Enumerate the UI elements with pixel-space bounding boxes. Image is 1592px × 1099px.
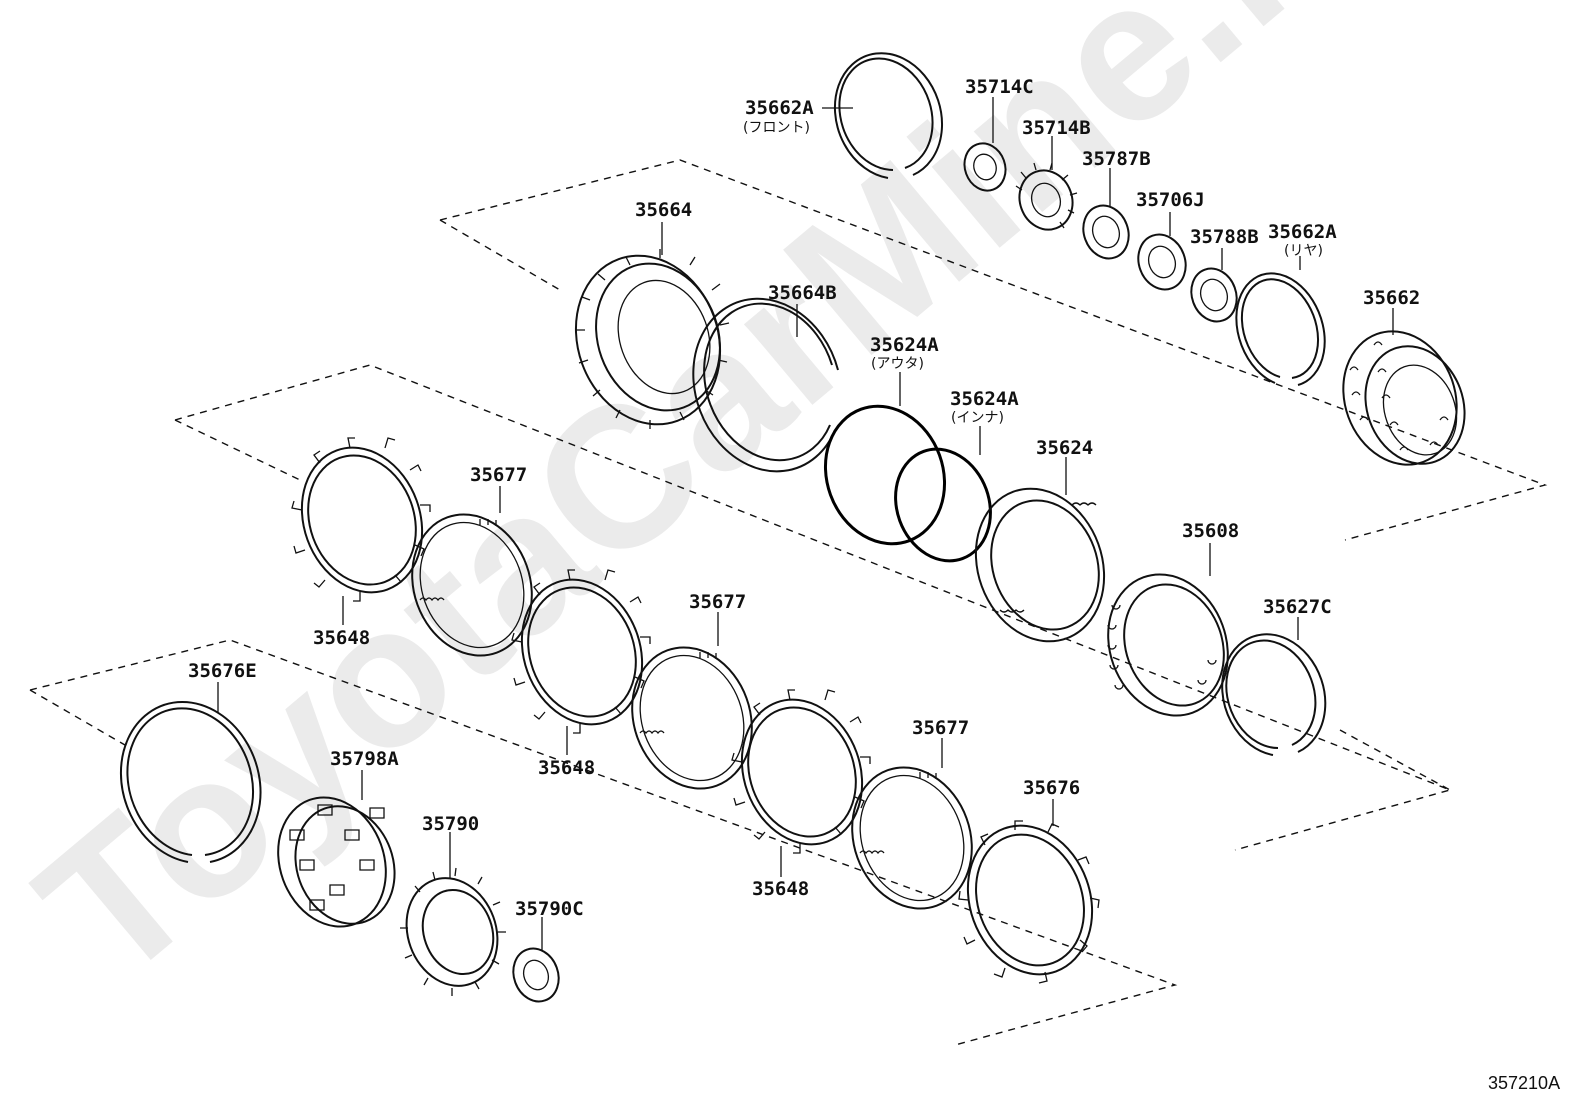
label-35624A-inner: 35624A (950, 388, 1019, 410)
part-35648-plate-c (731, 689, 871, 877)
label-35662A-front: 35662A (745, 97, 814, 119)
part-35787B-washer (1082, 168, 1130, 260)
part-35676E-snap-ring (119, 682, 262, 863)
label-35648-c: 35648 (752, 878, 809, 900)
label-35798A: 35798A (330, 748, 399, 770)
label-35627C: 35627C (1263, 596, 1332, 618)
label-35624A-outer: 35624A (870, 334, 939, 356)
label-35788B: 35788B (1190, 226, 1259, 248)
part-35790C-washer (512, 917, 560, 1003)
label-35677-b: 35677 (689, 591, 746, 613)
label-35787B: 35787B (1082, 148, 1151, 170)
part-35662-clutch-drum (1342, 308, 1466, 466)
part-35662A-rear-snap-ring (1235, 256, 1326, 386)
part-35714B-hub (1015, 136, 1078, 231)
label-35608: 35608 (1182, 520, 1239, 542)
part-35676-flange-plate (958, 799, 1100, 984)
group-boundary-top (439, 159, 1548, 541)
label-35624: 35624 (1036, 437, 1093, 459)
group-boundary-bottom (29, 639, 1178, 1046)
diagram-reference-number: 357210A (1488, 1073, 1560, 1093)
label-35648-b: 35648 (538, 757, 595, 779)
label-35676: 35676 (1023, 777, 1080, 799)
watermark-text: ToyotaCarMine.ru (0, 0, 1434, 1023)
part-35706J-thrust-bearing (1137, 212, 1187, 291)
part-35664B-snap-ring (692, 297, 839, 473)
part-35677-plate-a (411, 486, 533, 657)
part-35648-plate-a (291, 437, 431, 625)
label-35706J: 35706J (1136, 189, 1205, 211)
group-boundary-middle-right-edge (1339, 729, 1451, 791)
part-35788B-washer (1190, 248, 1238, 323)
label-35677-a: 35677 (470, 464, 527, 486)
part-35677-plate-b (631, 612, 753, 790)
label-35714B: 35714B (1022, 117, 1091, 139)
label-35790C: 35790C (515, 898, 584, 920)
part-35624A-outer-o-ring (823, 372, 947, 546)
part-35648-plate-b (511, 569, 651, 755)
group-boundary-middle (174, 364, 1453, 851)
label-35624A-outer-note: (アウタ) (871, 356, 924, 372)
label-35664: 35664 (635, 199, 692, 221)
group-boundary-top-left-edge (439, 219, 561, 291)
label-35662A-rear-note: (リヤ) (1284, 243, 1323, 259)
part-35624-piston (974, 457, 1106, 643)
label-35624A-inner-note: (インナ) (951, 410, 1004, 426)
label-35664B: 35664B (768, 282, 837, 304)
label-35662A-rear: 35662A (1268, 221, 1337, 243)
label-35676E: 35676E (188, 660, 257, 682)
part-35627C-snap-ring (1221, 617, 1327, 756)
part-35677-plate-c (851, 738, 973, 910)
label-35662: 35662 (1363, 287, 1420, 309)
label-35662A-front-note: (フロント) (743, 120, 810, 136)
label-35648-a: 35648 (313, 627, 370, 649)
label-35677-c: 35677 (912, 717, 969, 739)
part-35798A-one-way-clutch (277, 770, 396, 928)
part-35662A-front-snap-ring (822, 52, 943, 179)
group-boundary-bottom-left-edge (29, 689, 126, 746)
part-35624A-inner-o-ring (894, 426, 992, 563)
label-35714C: 35714C (965, 76, 1034, 98)
part-35790-outer-race (400, 832, 506, 996)
label-35790: 35790 (422, 813, 479, 835)
group-boundary-middle-left-edge (174, 419, 301, 481)
part-35714C-race (963, 97, 1007, 192)
part-35608-spring-retainer (1107, 543, 1229, 717)
